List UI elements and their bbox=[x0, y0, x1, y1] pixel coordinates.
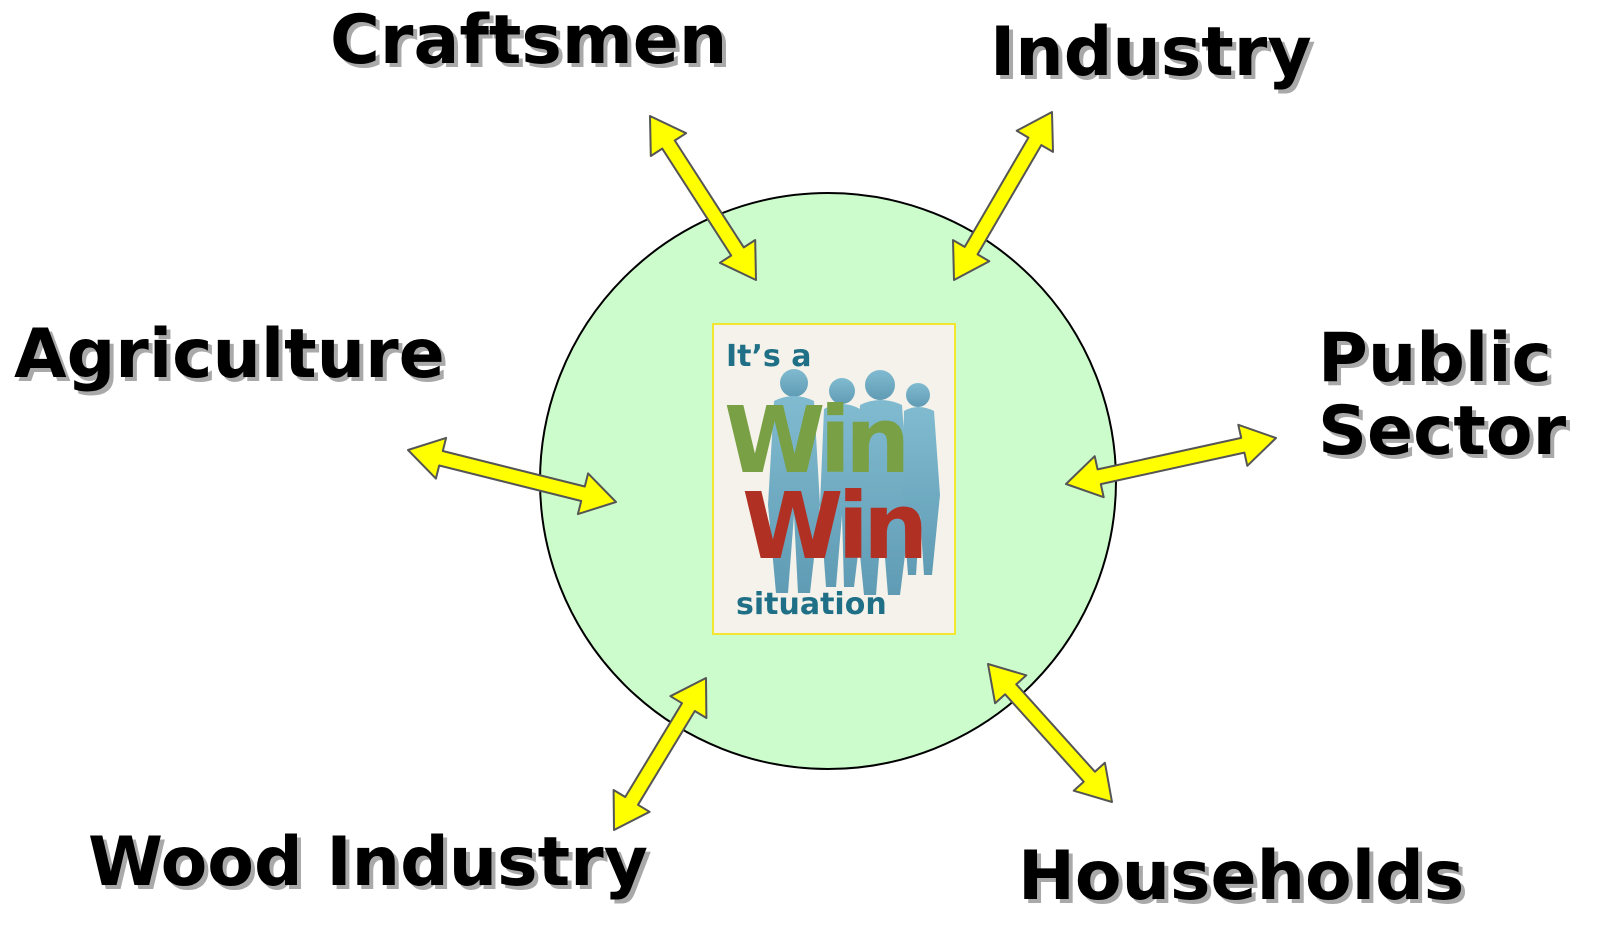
badge-word-one: Win bbox=[724, 387, 910, 494]
arrow-public-sector-icon bbox=[1065, 423, 1277, 499]
arrow-craftsmen-icon bbox=[649, 115, 757, 281]
badge-word-two: Win bbox=[742, 473, 928, 580]
node-label-industry: Industry bbox=[990, 13, 1312, 92]
win-win-badge: It’s a Win Win situation bbox=[712, 323, 956, 635]
arrow-agriculture-icon bbox=[407, 436, 617, 516]
people-silhouettes-icon bbox=[768, 369, 940, 595]
node-label-public-sector: Public Sector bbox=[1318, 322, 1566, 469]
arrows-group bbox=[407, 111, 1277, 831]
node-label-wood-industry: Wood Industry bbox=[88, 823, 649, 902]
node-label-public-line2: Sector bbox=[1318, 392, 1567, 472]
node-label-public-line1: Public bbox=[1318, 319, 1552, 398]
badge-line-bottom: situation bbox=[736, 587, 887, 622]
node-label-agriculture: Agriculture bbox=[14, 315, 445, 394]
badge-line-top: It’s a bbox=[726, 339, 812, 374]
node-label-households: Households bbox=[1018, 837, 1465, 916]
arrow-households-icon bbox=[987, 663, 1113, 803]
arrow-industry-icon bbox=[952, 111, 1054, 281]
arrow-wood-industry-icon bbox=[612, 677, 708, 831]
node-label-craftsmen: Craftsmen bbox=[330, 1, 728, 80]
